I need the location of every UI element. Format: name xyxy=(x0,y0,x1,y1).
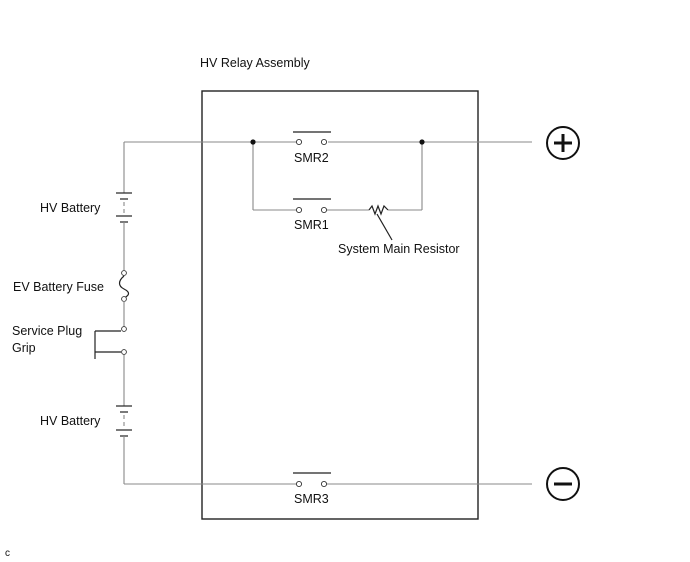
ev-battery-fuse xyxy=(118,270,130,302)
hv-relay-assembly-box xyxy=(201,90,479,520)
negative-terminal xyxy=(546,467,580,501)
junction-left xyxy=(250,139,256,145)
fuse-terminal-bottom xyxy=(121,296,127,302)
service-plug-label-line2: Grip xyxy=(12,341,36,355)
smr2-contact-left xyxy=(295,138,303,146)
fuse-terminal-top xyxy=(121,270,127,276)
service-plug-contact-top xyxy=(121,326,127,332)
smr3-label: SMR3 xyxy=(294,492,329,506)
positive-terminal-ring xyxy=(546,126,580,160)
smr2-contact-right xyxy=(320,138,328,146)
battery-upper-label: HV Battery xyxy=(40,201,101,215)
smr3-contact-left xyxy=(295,480,303,488)
hv-battery-upper xyxy=(116,192,132,223)
fuse-label: EV Battery Fuse xyxy=(13,280,104,294)
smr1-contact-right xyxy=(320,206,328,214)
smr1-label: SMR1 xyxy=(294,218,329,232)
service-plug-label-line1: Service Plug xyxy=(12,324,82,338)
hv-battery-lower xyxy=(116,405,132,437)
smr3-contact-right xyxy=(320,480,328,488)
system-main-resistor xyxy=(368,204,389,216)
smr1-contact-left xyxy=(295,206,303,214)
smr1-relay xyxy=(293,198,331,214)
smr3-relay xyxy=(293,472,331,488)
service-plug-grip xyxy=(94,326,127,359)
negative-terminal-ring xyxy=(546,467,580,501)
service-plug-contact-bottom xyxy=(121,349,127,355)
assembly-label: HV Relay Assembly xyxy=(200,56,311,70)
junction-right xyxy=(419,139,425,145)
fuse-element xyxy=(118,275,130,299)
resistor-label: System Main Resistor xyxy=(338,242,460,256)
positive-terminal xyxy=(546,126,580,160)
smr2-label: SMR2 xyxy=(294,151,329,165)
battery-lower-label: HV Battery xyxy=(40,414,101,428)
resistor-leader-line xyxy=(376,213,393,241)
corner-mark: c xyxy=(5,548,10,559)
smr2-relay xyxy=(293,131,331,146)
